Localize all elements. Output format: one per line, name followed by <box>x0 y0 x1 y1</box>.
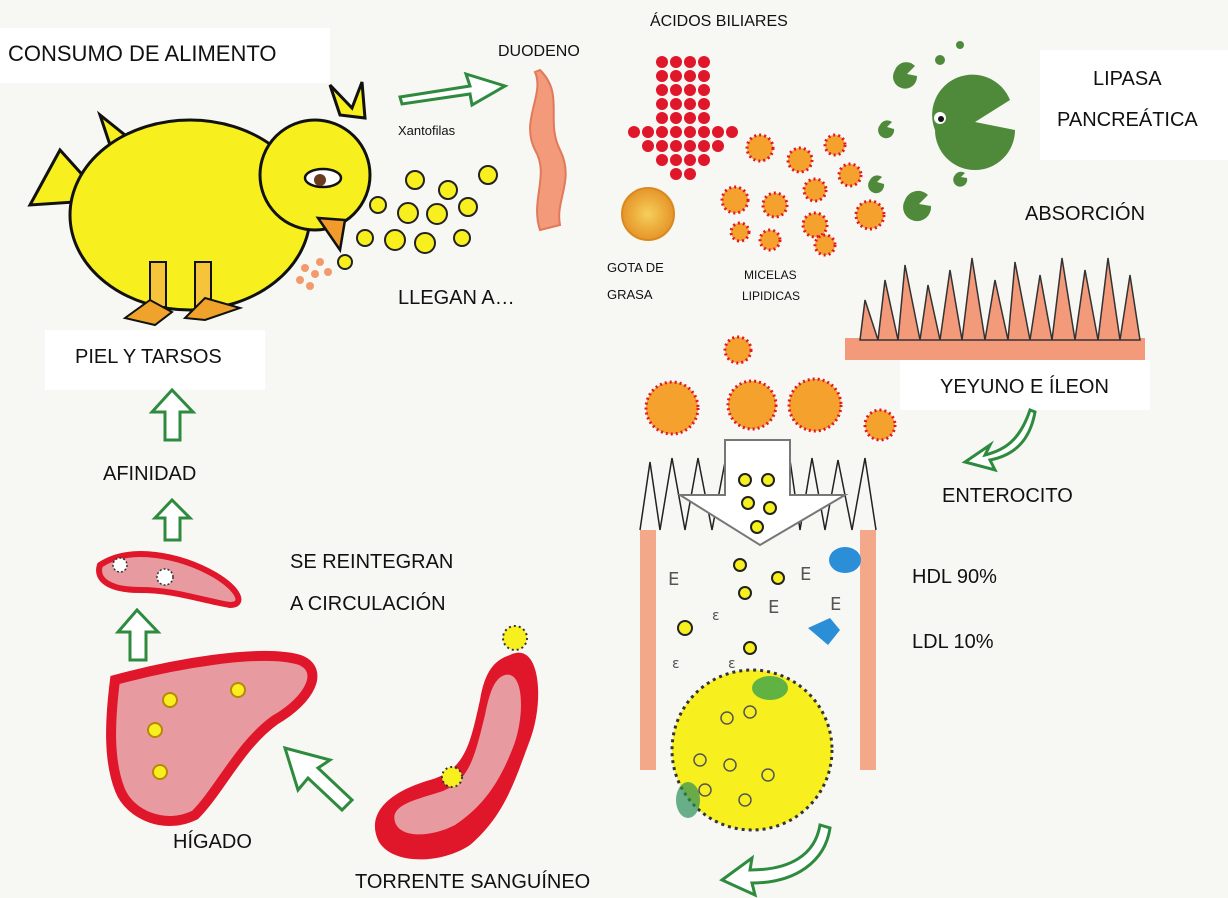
label-gota-2: GRASA <box>607 287 653 303</box>
arrow-to-liver <box>285 748 352 810</box>
svg-text:E: E <box>800 564 811 585</box>
label-hdl: HDL 90% <box>912 565 997 590</box>
label-higado: HÍGADO <box>173 830 252 855</box>
liver <box>111 656 312 821</box>
arrow-to-blood <box>722 825 830 895</box>
intestinal-villi <box>845 258 1145 360</box>
duodeno-tube <box>530 70 566 230</box>
label-lipasa-2: PANCREÁTICA <box>1057 108 1198 133</box>
label-reintegran-2: A CIRCULACIÓN <box>290 592 446 617</box>
label-micelas-2: LIPIDICAS <box>742 289 800 304</box>
skin-vessel <box>99 554 238 605</box>
svg-text:E: E <box>768 597 779 618</box>
label-reintegran-1: SE REINTEGRAN <box>290 550 453 575</box>
pancreatic-lipase <box>868 41 1015 221</box>
svg-text:E: E <box>830 594 841 615</box>
label-acidos-biliares: ÁCIDOS BILIARES <box>650 12 788 32</box>
label-enterocito: ENTEROCITO <box>942 484 1073 509</box>
food-crumbs <box>296 258 332 290</box>
chick-illustration <box>30 82 370 325</box>
label-absorcion: ABSORCIÓN <box>1025 202 1145 227</box>
hdl-particle <box>829 547 861 573</box>
bile-acid-arrow <box>628 56 738 180</box>
svg-text:E: E <box>668 569 679 590</box>
label-lipasa-1: LIPASA <box>1093 67 1162 92</box>
label-ldl: LDL 10% <box>912 630 994 655</box>
fat-droplet <box>622 188 674 240</box>
label-piel-tarsos: PIEL Y TARSOS <box>75 345 222 370</box>
ldl-particle <box>808 618 840 645</box>
blood-stream <box>375 626 538 859</box>
label-yeyuno: YEYUNO E ÍLEON <box>940 375 1109 400</box>
label-consumo: CONSUMO DE ALIMENTO <box>8 40 277 68</box>
up-arrows <box>118 390 193 660</box>
label-duodeno: DUODENO <box>498 42 580 62</box>
chylomicron <box>672 670 832 830</box>
svg-text:ε: ε <box>712 608 720 624</box>
label-xantofilas: Xantofilas <box>398 123 455 139</box>
arrow-to-enterocito <box>965 410 1035 470</box>
arrow-to-duodeno <box>400 74 505 105</box>
label-afinidad: AFINIDAD <box>103 462 196 487</box>
label-gota-1: GOTA DE <box>607 260 664 276</box>
svg-text:ε: ε <box>672 656 680 672</box>
label-llegan: LLEGAN A… <box>398 286 515 311</box>
lipid-micelles <box>722 135 884 255</box>
svg-text:ε: ε <box>728 656 736 672</box>
label-micelas-1: MICELAS <box>744 268 797 283</box>
label-torrente: TORRENTE SANGUÍNEO <box>355 870 590 895</box>
